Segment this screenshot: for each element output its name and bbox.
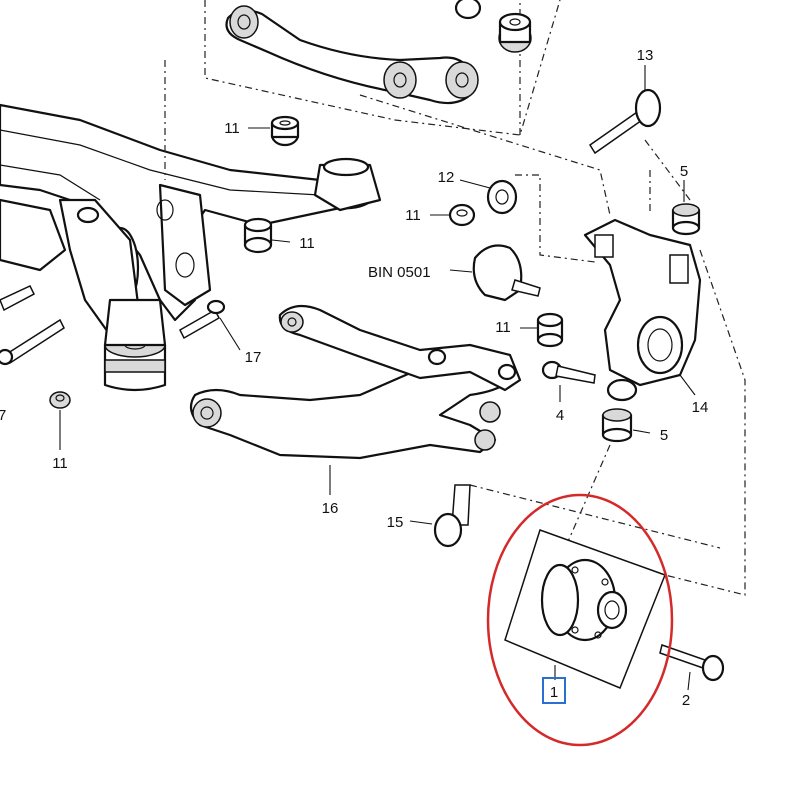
callout-bin-0501: BIN 0501 [368, 264, 431, 281]
callout-11-top: 11 [224, 120, 240, 137]
nut-11-top [248, 115, 300, 147]
nut-11-right [520, 312, 564, 348]
ball-joint [449, 244, 541, 302]
upper-control-arm [225, 5, 479, 105]
callout-15: 15 [387, 514, 404, 531]
highlight-box-1 [542, 677, 566, 704]
wheel-hub-assembly [504, 529, 666, 689]
washer-12 [459, 179, 518, 215]
bolt-4 [541, 360, 596, 402]
callout-11-left: 11 [52, 455, 68, 472]
callout-11-mid: 11 [299, 235, 315, 252]
bolt-2 [659, 644, 725, 691]
callout-12: 12 [438, 169, 455, 186]
subframe-bolts [0, 285, 65, 366]
callout-1: 1 [550, 684, 558, 701]
nut-11-mid [243, 217, 291, 254]
callout-13: 13 [637, 47, 654, 64]
callout-2: 2 [682, 692, 690, 709]
callout-7: 7 [0, 407, 6, 424]
wheel-knuckle [583, 218, 702, 402]
callout-16: 16 [322, 500, 339, 517]
trailing-arm [278, 304, 522, 392]
upper-arm-frame [204, 0, 561, 136]
bushing-5-top [671, 180, 701, 236]
callout-5-top: 5 [680, 163, 688, 180]
callout-11-right: 11 [495, 319, 511, 336]
bolt-15 [409, 484, 471, 548]
nut-11-left [49, 391, 71, 450]
callout-labels: 1 2 4 5 5 7 11 11 11 11 11 12 13 14 15 1… [0, 47, 708, 709]
callout-11-washer: 11 [405, 207, 421, 224]
rear-subframe [0, 103, 382, 392]
bolt-13 [588, 65, 662, 155]
callout-17: 17 [245, 349, 262, 366]
lower-control-arm [189, 353, 517, 495]
callout-14: 14 [692, 399, 709, 416]
callout-5-lower: 5 [660, 427, 668, 444]
highlight-ellipse [486, 493, 674, 747]
upper-bushings [454, 0, 532, 53]
callout-4: 4 [556, 407, 564, 424]
nut-11-washer [430, 203, 476, 227]
bolt-17 [179, 299, 241, 351]
bushing-5-lower [601, 408, 651, 443]
